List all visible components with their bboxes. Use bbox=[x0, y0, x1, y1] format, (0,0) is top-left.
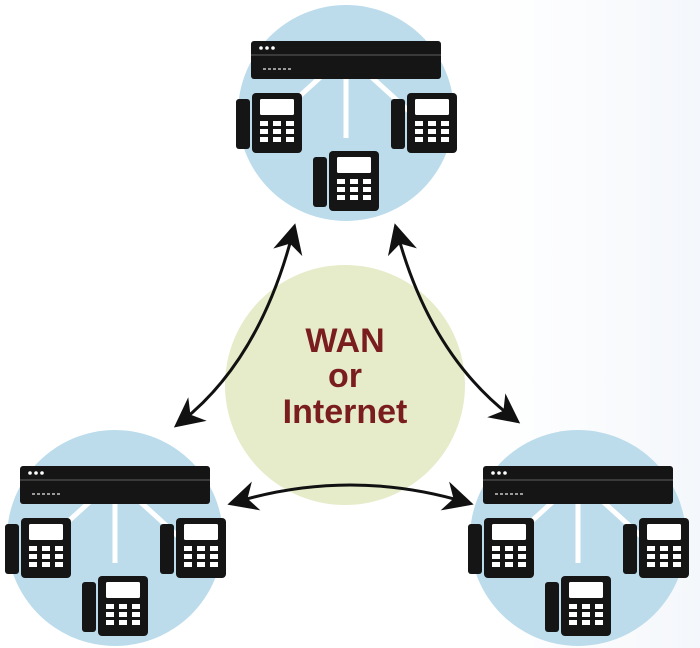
site-bottom-left bbox=[5, 430, 226, 646]
arrow-top-to-right bbox=[387, 223, 521, 424]
center-label-line1: WAN bbox=[305, 322, 384, 360]
arrow-left-to-right bbox=[227, 481, 474, 511]
center-label-line2: or bbox=[328, 357, 362, 395]
arrow-top-to-left bbox=[173, 223, 303, 428]
site-top bbox=[236, 5, 457, 221]
site-bottom-right bbox=[468, 430, 689, 646]
center-label-line3: Internet bbox=[283, 393, 408, 431]
